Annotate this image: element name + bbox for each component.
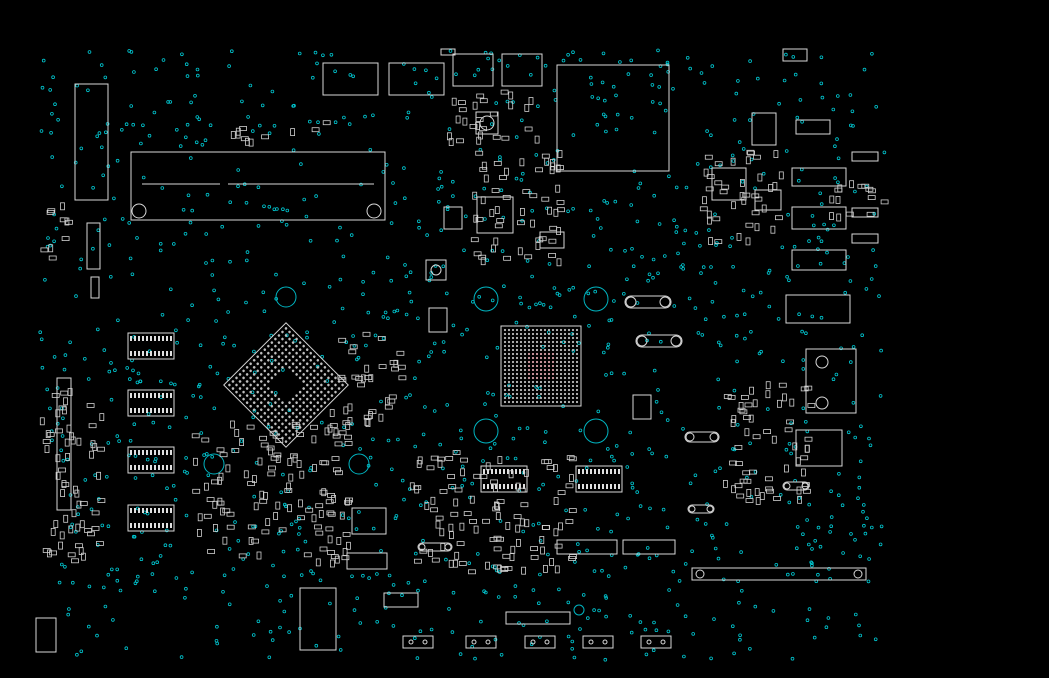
gpu-chip [500,325,582,407]
large-components [35,64,867,653]
audio-jack-2 [501,53,543,87]
bottom-left-connector [35,617,57,653]
top-connectors [322,48,808,96]
bottom-center-connector-1 [556,539,618,555]
small-components [39,89,889,575]
top-small-connector [440,48,456,56]
right-power-block [795,429,843,467]
bottom-center-connector-2 [622,539,676,555]
chips [86,111,652,608]
right-dsub-connector [785,294,851,324]
memory-slot [130,151,386,221]
cpu-chip [223,322,349,448]
mounting-holes [203,286,609,616]
bottom-connector-row [402,635,672,649]
bottom-small-connector [505,611,571,625]
capsule-pads [417,295,810,552]
left-edge-connector [74,83,109,201]
usb-port-2 [388,62,445,96]
bottom-right-connector [691,567,867,581]
memory-slot-hole-right [366,203,382,219]
bottom-inductor-block [299,587,337,651]
memory-slot-hole-left [131,203,147,219]
audio-jack-1 [452,53,494,87]
via-field [38,48,887,662]
right-jack-block [805,348,857,414]
right-headers [711,112,879,271]
top-right-connector [782,48,808,62]
usb-port-1 [322,62,379,96]
shield-can [556,64,670,172]
